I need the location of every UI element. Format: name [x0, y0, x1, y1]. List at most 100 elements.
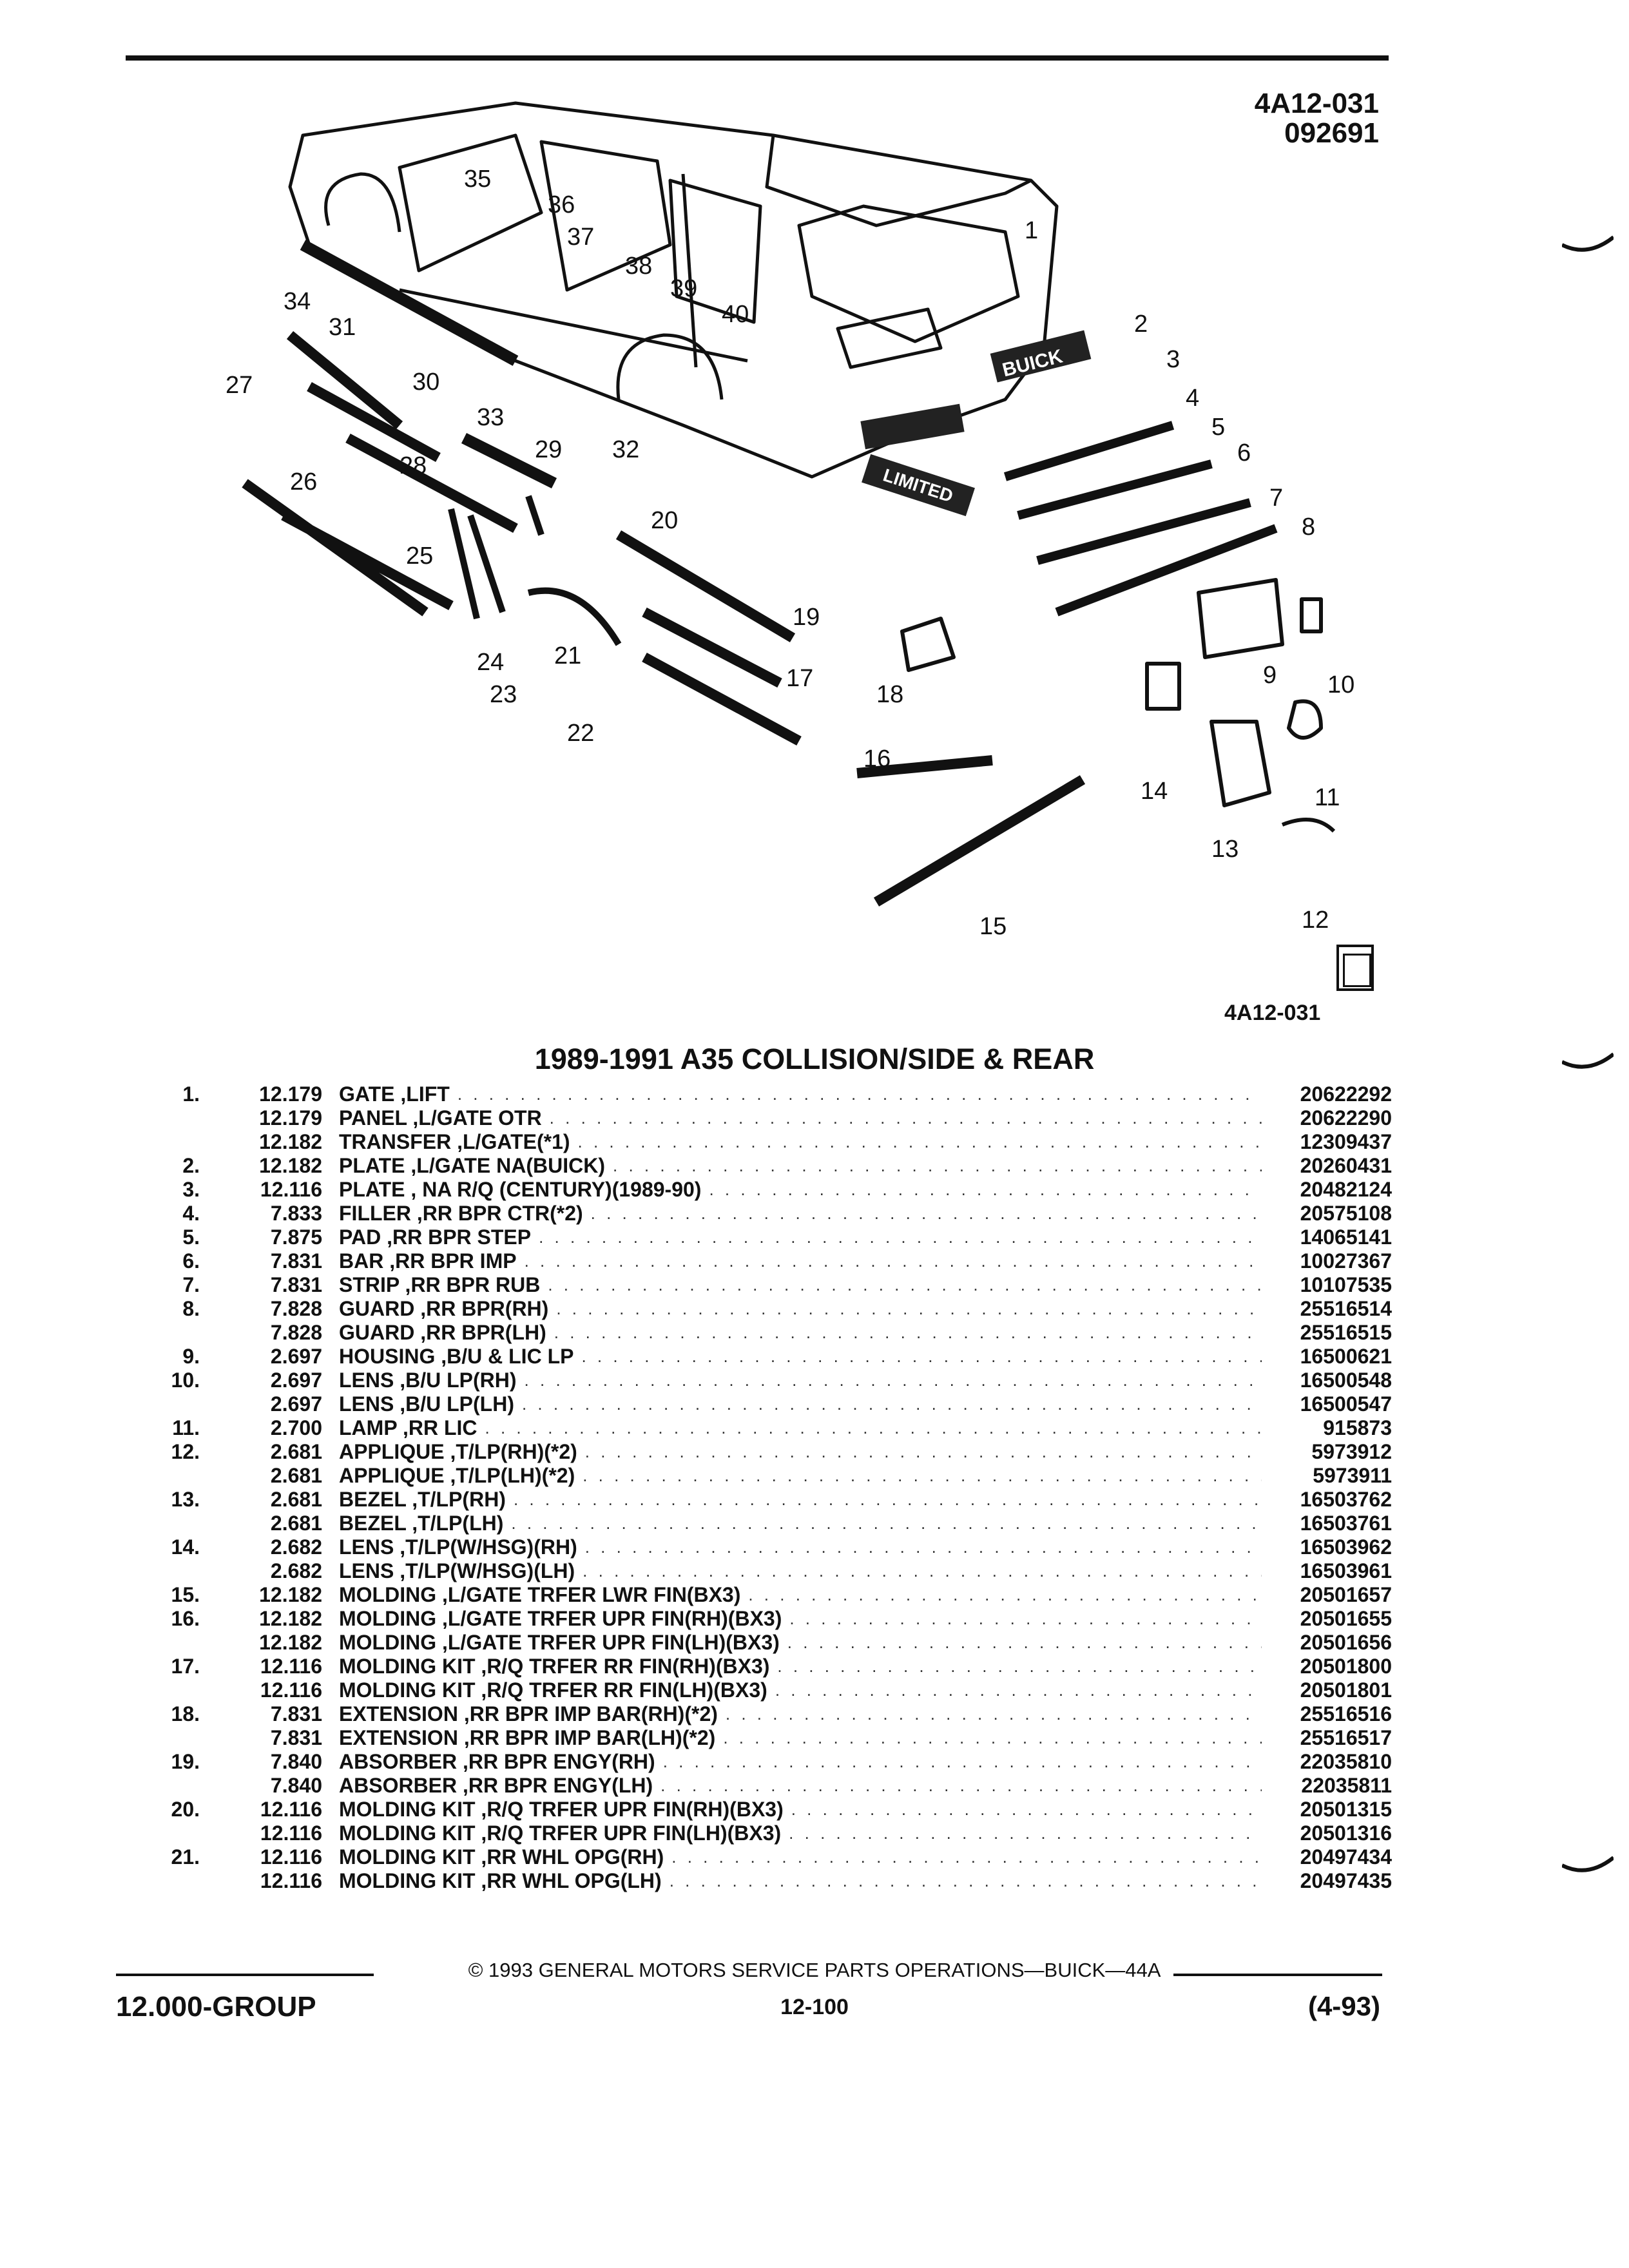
dot-leader: . . . . . . . . . . . . . . . . . . . . …: [660, 1776, 1262, 1795]
part-index: 2.: [182, 1154, 200, 1177]
part-index: 14.: [171, 1535, 200, 1559]
footer-copyright: © 1993 GENERAL MOTORS SERVICE PARTS OPER…: [455, 1959, 1174, 1981]
part-group: 12.116: [260, 1869, 322, 1892]
dot-leader: . . . . . . . . . . . . . . . . . . . . …: [548, 1275, 1262, 1294]
part-group: 2.697: [270, 1345, 322, 1368]
part-description: MOLDING KIT ,R/Q TRFER UPR FIN(LH)(BX3): [339, 1821, 782, 1845]
callout-24: 24: [477, 649, 504, 676]
callout-38: 38: [625, 253, 652, 280]
part-number: 12309437: [1300, 1130, 1392, 1153]
part-number: 16500621: [1300, 1345, 1392, 1368]
part-group: 2.700: [270, 1416, 322, 1439]
callout-36: 36: [548, 191, 575, 218]
callout-5: 5: [1211, 414, 1225, 441]
dot-leader: . . . . . . . . . . . . . . . . . . . . …: [709, 1180, 1262, 1199]
part-number: 20622290: [1300, 1106, 1392, 1129]
callout-16: 16: [863, 745, 891, 773]
part-group: 2.681: [270, 1512, 322, 1535]
figure-header: 4A12-031 092691: [1244, 89, 1379, 148]
part-number: 20622292: [1300, 1082, 1392, 1106]
part-index: 3.: [182, 1178, 200, 1201]
callout-1: 1: [1025, 217, 1038, 244]
part-description: LENS ,T/LP(W/HSG)(RH): [339, 1535, 577, 1559]
callout-4: 4: [1186, 385, 1199, 412]
part-group: 12.116: [260, 1845, 322, 1869]
dot-leader: . . . . . . . . . . . . . . . . . . . . …: [556, 1299, 1262, 1318]
part-description: MOLDING ,L/GATE TRFER UPR FIN(LH)(BX3): [339, 1631, 780, 1654]
part-group: 7.831: [270, 1726, 322, 1749]
part-description: GATE ,LIFT: [339, 1082, 450, 1106]
part-group: 12.116: [260, 1798, 322, 1821]
date-code: 092691: [1284, 117, 1379, 149]
part-group: 12.116: [260, 1178, 322, 1201]
part-index: 11.: [172, 1416, 200, 1439]
dot-leader: . . . . . . . . . . . . . . . . . . . . …: [613, 1156, 1262, 1175]
part-description: APPLIQUE ,T/LP(RH)(*2): [339, 1440, 577, 1463]
callout-21: 21: [554, 642, 581, 669]
part-number: 10107535: [1300, 1273, 1392, 1296]
part-description: LAMP ,RR LIC: [339, 1416, 477, 1439]
figure-id: 4A12-031: [1254, 88, 1379, 119]
part-group: 7.828: [270, 1297, 322, 1320]
part-number: 25516514: [1300, 1297, 1392, 1320]
part-group: 7.833: [270, 1202, 322, 1225]
footer-copyright-row: © 1993 GENERAL MOTORS SERVICE PARTS OPER…: [0, 1959, 1629, 1982]
dot-leader: . . . . . . . . . . . . . . . . . . . . …: [457, 1084, 1262, 1104]
callout-12: 12: [1302, 907, 1329, 934]
part-group: 2.697: [270, 1369, 322, 1392]
callout-25: 25: [406, 543, 433, 570]
part-description: GUARD ,RR BPR(RH): [339, 1297, 549, 1320]
dot-leader: . . . . . . . . . . . . . . . . . . . . …: [539, 1227, 1262, 1247]
part-description: HOUSING ,B/U & LIC LP: [339, 1345, 574, 1368]
part-description: MOLDING ,L/GATE TRFER LWR FIN(BX3): [339, 1583, 741, 1606]
part-description: LENS ,B/U LP(LH): [339, 1392, 514, 1416]
part-group: 12.116: [260, 1678, 322, 1702]
part-group: 7.828: [270, 1321, 322, 1344]
dot-leader: . . . . . . . . . . . . . . . . . . . . …: [549, 1108, 1262, 1128]
part-description: BEZEL ,T/LP(LH): [339, 1512, 504, 1535]
part-index: 9.: [182, 1345, 200, 1368]
part-description: TRANSFER ,L/GATE(*1): [339, 1130, 570, 1153]
part-description: PAD ,RR BPR STEP: [339, 1225, 532, 1249]
part-number: 22035811: [1301, 1774, 1392, 1797]
part-index: 13.: [171, 1488, 200, 1511]
part-group: 12.116: [260, 1655, 322, 1678]
callout-39: 39: [670, 275, 697, 302]
dot-leader: . . . . . . . . . . . . . . . . . . . . …: [584, 1537, 1262, 1557]
part-description: GUARD ,RR BPR(LH): [339, 1321, 546, 1344]
dot-leader: . . . . . . . . . . . . . . . . . . . . …: [662, 1752, 1262, 1771]
part-number: 10027367: [1300, 1249, 1392, 1273]
dot-leader: . . . . . . . . . . . . . . . . . . . . …: [671, 1847, 1262, 1867]
callout-23: 23: [490, 681, 517, 708]
callout-18: 18: [876, 681, 903, 708]
callout-26: 26: [290, 468, 317, 495]
footer-group: 12.000-GROUP: [116, 1991, 316, 2023]
dot-leader: . . . . . . . . . . . . . . . . . . . . …: [669, 1871, 1262, 1890]
dot-leader: . . . . . . . . . . . . . . . . . . . . …: [485, 1418, 1262, 1437]
dot-leader: . . . . . . . . . . . . . . . . . . . . …: [521, 1394, 1262, 1414]
callout-15: 15: [979, 913, 1007, 940]
footer-rule-right: [1124, 1974, 1382, 1976]
part-index: 7.: [182, 1273, 200, 1296]
dot-leader: . . . . . . . . . . . . . . . . . . . . …: [581, 1347, 1262, 1366]
part-description: LENS ,T/LP(W/HSG)(LH): [339, 1559, 575, 1582]
part-number: 16503761: [1300, 1512, 1392, 1535]
part-number: 16503762: [1300, 1488, 1392, 1511]
part-group: 12.182: [259, 1130, 322, 1153]
part-index: 10.: [171, 1369, 200, 1392]
part-number: 20501315: [1300, 1798, 1392, 1821]
part-number: 22035810: [1300, 1750, 1392, 1773]
callout-32: 32: [612, 436, 639, 463]
